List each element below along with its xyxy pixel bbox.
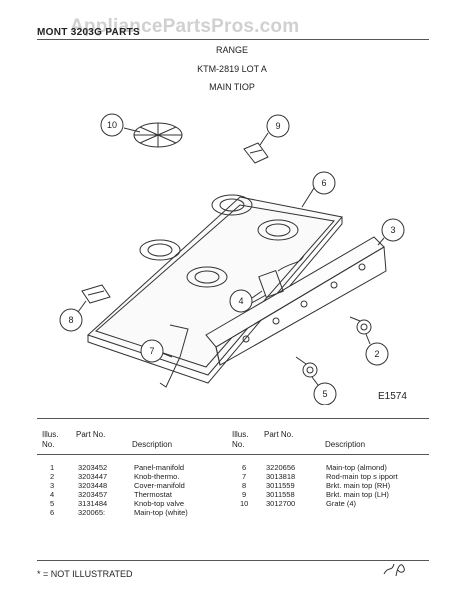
callout-9: 9 xyxy=(259,114,290,146)
callout-2-label: 2 xyxy=(374,349,379,359)
table-row: 8 xyxy=(242,481,247,490)
table-row: Knob-thermo. xyxy=(134,472,180,481)
table-row: 3203447 xyxy=(78,472,108,481)
table-row: 3 xyxy=(50,481,55,490)
table-row: Grate (4) xyxy=(326,499,357,508)
bracket-main-top-lh xyxy=(243,142,269,164)
table-row: 320065: xyxy=(78,508,106,517)
table-row: 9 xyxy=(242,490,247,499)
callout-2: 2 xyxy=(365,333,389,366)
manifold-panel xyxy=(205,236,387,366)
header-illus-left: Illus. No. xyxy=(42,430,59,449)
handwritten-initials-mark xyxy=(383,563,405,577)
table-row: Knob-top valve xyxy=(134,499,185,508)
table-row: Thermostat xyxy=(134,490,172,499)
table-row: Main-top (white) xyxy=(134,508,188,517)
header-part-left: Part No. xyxy=(76,430,106,439)
table-row: Panel-manifold xyxy=(134,463,185,472)
table-row: 5 xyxy=(50,499,55,508)
table-row: Cover-manifold xyxy=(134,481,185,490)
bracket-main-top-rh xyxy=(81,284,111,304)
title-range: RANGE xyxy=(215,45,248,55)
table-row: 3011558 xyxy=(266,490,295,499)
table-row: 3131484 xyxy=(78,499,108,508)
knob-thermostat xyxy=(349,316,372,335)
header-label: MONT 3203G PARTS xyxy=(37,27,140,38)
table-row: Rod-main top s ipport xyxy=(326,472,398,481)
support-rod xyxy=(159,324,189,388)
table-row: 3011559 xyxy=(266,481,295,490)
callout-8: 8 xyxy=(59,300,87,332)
table-row: 3220656 xyxy=(266,463,296,472)
table-header-rule xyxy=(37,454,429,455)
footer-rule xyxy=(37,560,429,561)
table-row: 6 xyxy=(242,463,247,472)
title-model: KTM-2819 LOT A xyxy=(197,64,267,74)
callout-10-label: 10 xyxy=(107,120,117,130)
table-row: Brkt. main top (LH) xyxy=(326,490,389,499)
callout-4-label: 4 xyxy=(238,296,243,306)
table-row: Brkt. main top (RH) xyxy=(326,481,391,490)
watermark: AppliancePartsPros.com xyxy=(70,16,300,37)
callout-6: 6 xyxy=(301,171,336,208)
title-section: MAIN TIOP xyxy=(209,82,255,92)
callout-7-label: 7 xyxy=(149,346,154,356)
knob-top-valve xyxy=(295,356,318,378)
not-illustrated-note: * = NOT ILLUSTRATED xyxy=(37,569,133,579)
table-row: 3203452 xyxy=(78,463,108,472)
table-row: 3013818 xyxy=(266,472,296,481)
callout-4: 4 xyxy=(229,289,263,313)
callout-3: 3 xyxy=(377,218,405,246)
figure-id: E1574 xyxy=(378,391,407,402)
table-row: 10 xyxy=(240,499,249,508)
table-top-rule xyxy=(37,418,429,419)
callout-7: 7 xyxy=(140,339,173,363)
table-row: 2 xyxy=(50,472,55,481)
table-row: 4 xyxy=(50,490,55,499)
header-part-right: Part No. xyxy=(264,430,294,439)
table-row: 6 xyxy=(50,508,55,517)
header-description-left: Description xyxy=(132,440,173,449)
callout-6-label: 6 xyxy=(321,178,326,188)
header-illus-right: Illus. No. xyxy=(232,430,249,449)
burner-openings xyxy=(139,194,299,288)
table-row: Main-top (almond) xyxy=(326,463,387,472)
table-row: 3012700 xyxy=(266,499,296,508)
header-description-right: Description xyxy=(325,440,366,449)
callout-8-label: 8 xyxy=(68,315,73,325)
grate xyxy=(133,122,183,148)
callout-9-label: 9 xyxy=(275,121,280,131)
table-row: 3203457 xyxy=(78,490,108,499)
table-row: 7 xyxy=(242,472,247,481)
callout-5: 5 xyxy=(311,376,337,405)
exploded-diagram: 10 9 6 3 4 xyxy=(59,113,405,405)
callout-3-label: 3 xyxy=(390,225,395,235)
callout-10: 10 xyxy=(100,113,141,137)
header-rule xyxy=(37,39,429,40)
table-row: 1 xyxy=(50,463,55,472)
table-row: 3203448 xyxy=(78,481,108,490)
callout-5-label: 5 xyxy=(322,389,327,399)
